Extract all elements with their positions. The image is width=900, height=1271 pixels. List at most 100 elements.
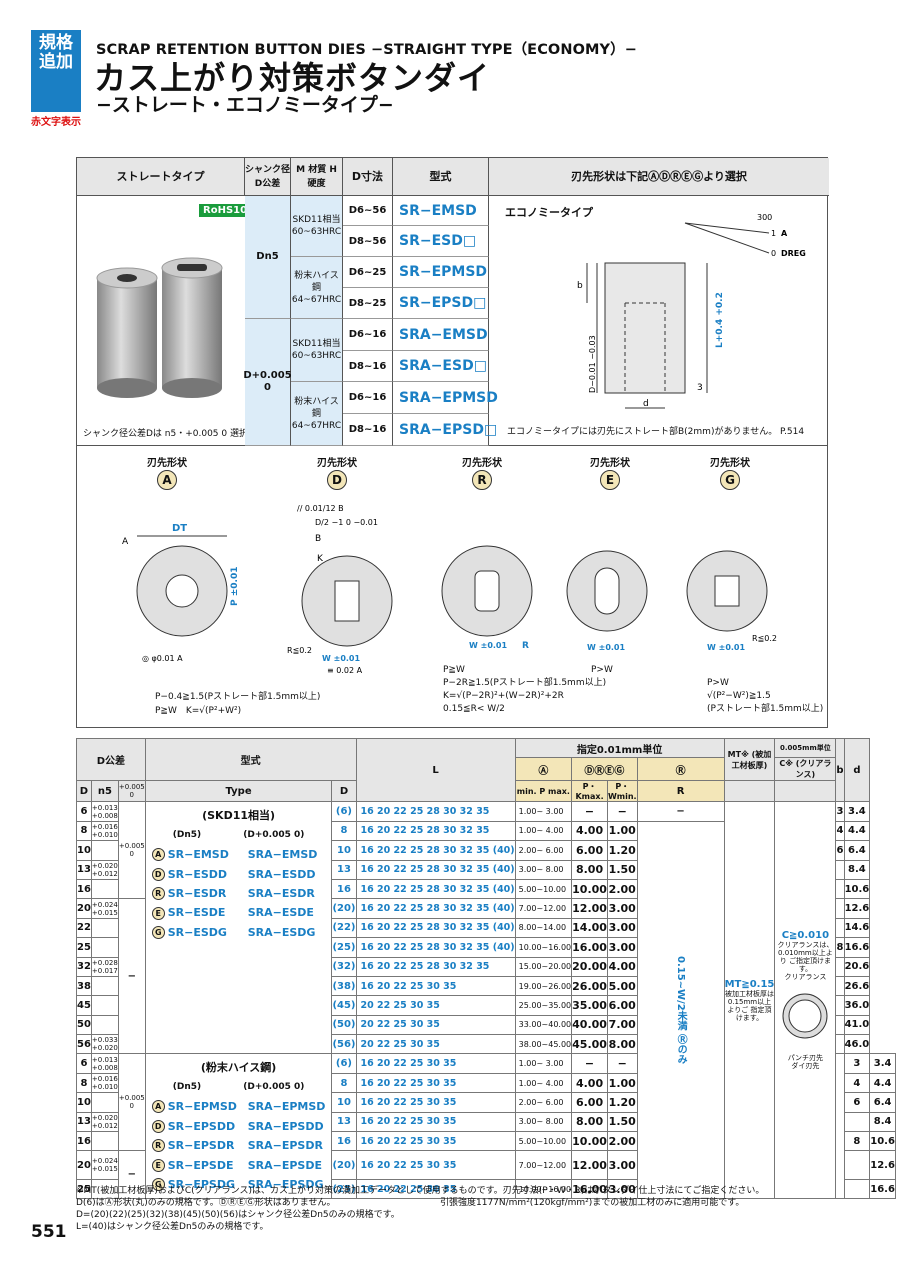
cell-d2: 6.4 [869,1092,896,1113]
th-D: D [76,780,92,803]
shape-d-drawing: // 0.01/12 B D/2 −1 0 −0.01 B K W ±0.01 … [287,504,393,675]
dim-3: 3 [697,383,703,393]
product-overview-table: ストレートタイプ シャンク径 D公差 M 材質 H 硬度 D寸法 型式 刃先形状… [76,157,829,446]
type-sr: SR−ESDE [167,906,226,920]
th-rr: R [636,780,725,803]
cell-l: 16 20 22 25 30 35 [355,1150,516,1180]
cell-n5: +0.024 +0.015 [90,1150,119,1180]
th-type: 型式 [144,737,357,782]
footnote-3: 引張強度1177N/mm²(120kgf/mm²)までの被加工材のみに適用可能で… [440,1198,745,1208]
cell-dd: (50) [331,1014,357,1036]
type-code: SR−EMSD [393,196,489,226]
cell-b: 4 [835,820,845,842]
cell-dd: (38) [331,975,357,997]
cell-n5 [90,1178,119,1200]
cell-d: 8 [76,1072,92,1094]
cell-p005: +0.005 0 [117,1053,146,1152]
rohs-badge: RoHS10 [199,204,252,217]
shape-a-tag: A [781,229,788,238]
label-k-d: K [317,554,324,564]
material-4: 粉末ハイス鋼 64~67HRC [291,382,343,446]
cell-pw: 2.00 [606,1131,638,1152]
label-w-r: W ±0.01 [469,641,507,650]
note-a2: P≧W K=√(P²+W²) [155,706,242,716]
table-row: 22(22)16 20 22 25 28 30 32 35 (40)8.00~1… [76,917,896,939]
cell-a-range: 3.00~ 8.00 [514,1111,573,1133]
product-photo [96,257,223,398]
shape-code-badge: G [151,926,165,940]
shape-code-badge: R [151,1139,165,1153]
shape-dreg-tag: DREG [781,249,806,258]
cell-d2: 20.6 [843,956,871,977]
c-label-clearance: クリアランス [784,973,827,982]
cell-d2: 46.0 [843,1034,871,1055]
shape-code-badge: G [151,1178,165,1192]
shape-code-g: G [720,470,740,490]
cell-n5: +0.016 +0.010 [90,820,119,842]
cell-pk: 6.00 [571,1092,608,1113]
shape-title: 刃先形状 [462,458,502,469]
cell-d2: 41.0 [843,1014,871,1036]
cell-l: 16 20 22 25 28 30 32 35 (40) [355,937,516,958]
cell-l: 16 20 22 25 28 30 32 35 [355,956,516,977]
cell-pw: 1.00 [606,820,638,842]
cell-d: 50 [76,1014,92,1036]
cell-b: 8 [835,937,845,958]
cell-d: 20 [76,898,92,919]
type-code: SRA−EPMSD [393,382,498,414]
label-flat: ◎ φ0.01 A [142,654,183,663]
cell-b [835,975,845,997]
page-number: 551 [31,1222,67,1242]
header-straight-type: ストレートタイプ [77,158,245,196]
cell-l: 16 20 22 25 28 30 32 35 [355,820,516,842]
cell-b [843,1178,871,1200]
cell-l: 20 22 25 30 35 [355,995,516,1016]
type-sra: SRA−ESDE [247,906,314,920]
th-Type: Type [144,780,333,803]
cell-pw: 6.00 [606,995,638,1016]
cell-n5 [90,995,119,1016]
cell-a-range: 2.00~ 6.00 [514,840,573,861]
cell-a-range: 25.00~35.00 [514,995,573,1016]
shape-title: 刃先形状 [317,458,357,469]
cell-a-range: 5.00~10.00 [514,878,573,900]
th-p005: +0.005 0 [117,780,146,803]
ratio-0: 0 [771,249,776,258]
cell-d2: 12.6 [869,1150,896,1180]
label-r02-g: R≦0.2 [752,634,777,643]
type-sra: SRA−ESDD [247,867,316,881]
d-range: D8~16 [343,414,393,446]
sub-dn5: (Dn5) [172,829,202,840]
type-sr: SR−EPSDG [167,1177,236,1191]
cell-pw: − [606,801,638,822]
cell-pk: 6.00 [571,840,608,861]
note-g2: √(P²−W²)≧1.5 [707,691,771,701]
cell-dd: 8 [331,820,357,842]
th-mt-empty [723,780,776,803]
shape-title: 刃先形状 [590,458,630,469]
cell-d2: 14.6 [843,917,871,939]
cell-b [835,859,845,880]
type-sra: SRA−ESDR [247,887,315,901]
label-w-e: W ±0.01 [587,643,625,652]
material-1: SKD11相当 60~63HRC [291,196,343,257]
cell-pk: 8.00 [571,859,608,880]
cell-d: 16 [76,1131,92,1152]
cell-pw: 1.20 [606,1092,638,1113]
cell-pk: 14.00 [571,917,608,939]
cell-b [835,898,845,919]
cell-dd: (25) [331,937,357,958]
material-2: 粉末ハイス鋼 64~67HRC [291,257,343,319]
cell-pw: 3.00 [606,1150,638,1180]
type-sra: SRA−EPSDR [247,1139,323,1153]
cell-pk: − [571,801,608,822]
th-n5: n5 [90,780,119,803]
shape-e-drawing: W ±0.01 [566,550,648,652]
shape-code-badge: R [151,887,165,901]
type-sra: SRA−EPMSD [247,1100,326,1114]
cell-d2: 6.4 [843,840,871,861]
